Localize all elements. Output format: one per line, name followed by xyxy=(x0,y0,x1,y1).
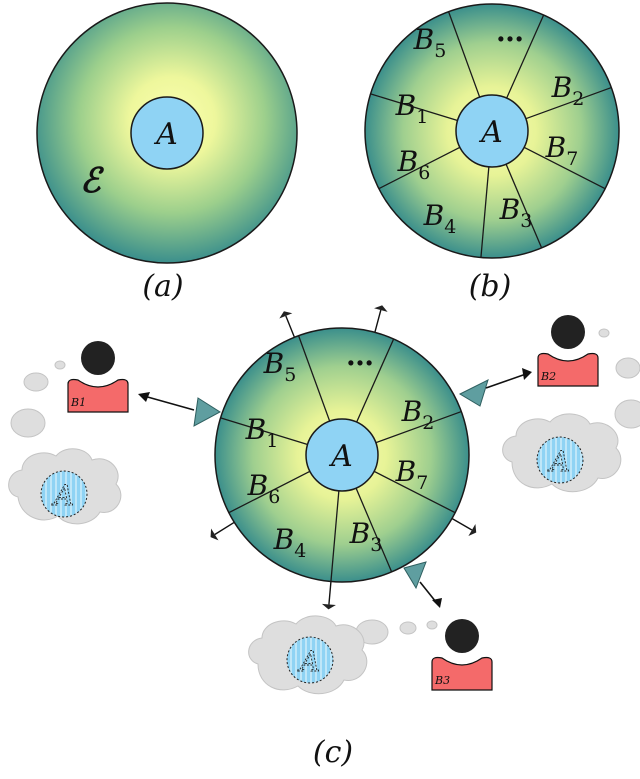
antenna-stem xyxy=(328,581,332,605)
wedge-divider xyxy=(523,146,606,190)
thought-cloud-b2: A xyxy=(502,328,640,493)
wedge-divider xyxy=(480,166,490,258)
wedge-divider xyxy=(220,417,308,446)
thought-cloud-b1: A xyxy=(8,360,122,525)
caption-a: (a) xyxy=(142,269,183,304)
wedge-divider xyxy=(505,163,543,249)
antenna-head xyxy=(210,528,219,541)
wedge-divider xyxy=(370,93,458,122)
collector-b1 xyxy=(138,392,221,427)
cloud-a-label-b1: A xyxy=(51,479,74,512)
c-wedge-label: B1 xyxy=(245,413,279,452)
observer-head xyxy=(551,315,585,349)
detector-antennas xyxy=(210,305,477,610)
system-a-node xyxy=(305,418,379,492)
c-wedge-label: B2 xyxy=(401,395,435,434)
system-a-node xyxy=(130,96,204,170)
observer-label-b1: B1 xyxy=(70,396,86,409)
b-wedge-label: … xyxy=(496,15,524,48)
observer-b2: B2 xyxy=(537,315,599,387)
observer-label-b2: B2 xyxy=(540,370,556,383)
system-a-node xyxy=(455,94,529,168)
cloud-a-label-b2: A xyxy=(547,445,570,478)
antenna-head xyxy=(279,311,293,319)
wedge-divider xyxy=(447,11,481,98)
caption-b: (b) xyxy=(469,269,512,304)
wedge-divider xyxy=(355,487,393,573)
center-label-b: A xyxy=(478,115,503,150)
wedge-dividers-b xyxy=(370,11,612,258)
sealed-a-disc-b2 xyxy=(536,436,584,484)
observer-label-b3: B3 xyxy=(434,674,450,687)
antenna-head xyxy=(321,603,336,610)
wedge-divider xyxy=(525,86,612,120)
collector-b3 xyxy=(403,561,442,608)
wedge-divider xyxy=(356,338,395,423)
sealed-a-disc-b3 xyxy=(286,636,334,684)
sealed-a-disc-b1 xyxy=(40,470,88,518)
antenna-stem xyxy=(214,521,235,536)
observer-b1: B1 xyxy=(67,341,129,413)
center-label-c: A xyxy=(328,439,353,474)
wedge-divider xyxy=(330,490,340,582)
antenna-head xyxy=(468,523,477,537)
observer-b3: B3 xyxy=(431,619,493,691)
observer-head xyxy=(81,341,115,375)
caption-c: (c) xyxy=(313,735,353,770)
wedge-divider xyxy=(373,470,456,514)
cloud-a-label-b3: A xyxy=(297,645,320,678)
c-wedge-label: … xyxy=(346,339,374,372)
antenna-stem xyxy=(451,517,473,531)
c-wedge-label: B6 xyxy=(247,469,281,508)
panel-a: A ℰ (a) xyxy=(36,2,298,304)
thought-cloud-b3: A xyxy=(248,615,438,695)
observer-head xyxy=(445,619,479,653)
c-wedge-label: B3 xyxy=(349,517,383,556)
antenna-stem xyxy=(285,315,296,338)
antenna-stem xyxy=(374,309,382,333)
wedge-divider xyxy=(297,335,331,422)
center-label-a: A xyxy=(153,117,178,152)
wedge-divider xyxy=(378,146,461,190)
wedge-divider xyxy=(228,470,311,514)
antenna-head xyxy=(374,305,388,312)
wedge-divider xyxy=(375,410,462,444)
wedge-divider xyxy=(506,14,545,99)
wedge-dividers-c xyxy=(220,335,462,582)
collector-b2 xyxy=(458,368,532,407)
